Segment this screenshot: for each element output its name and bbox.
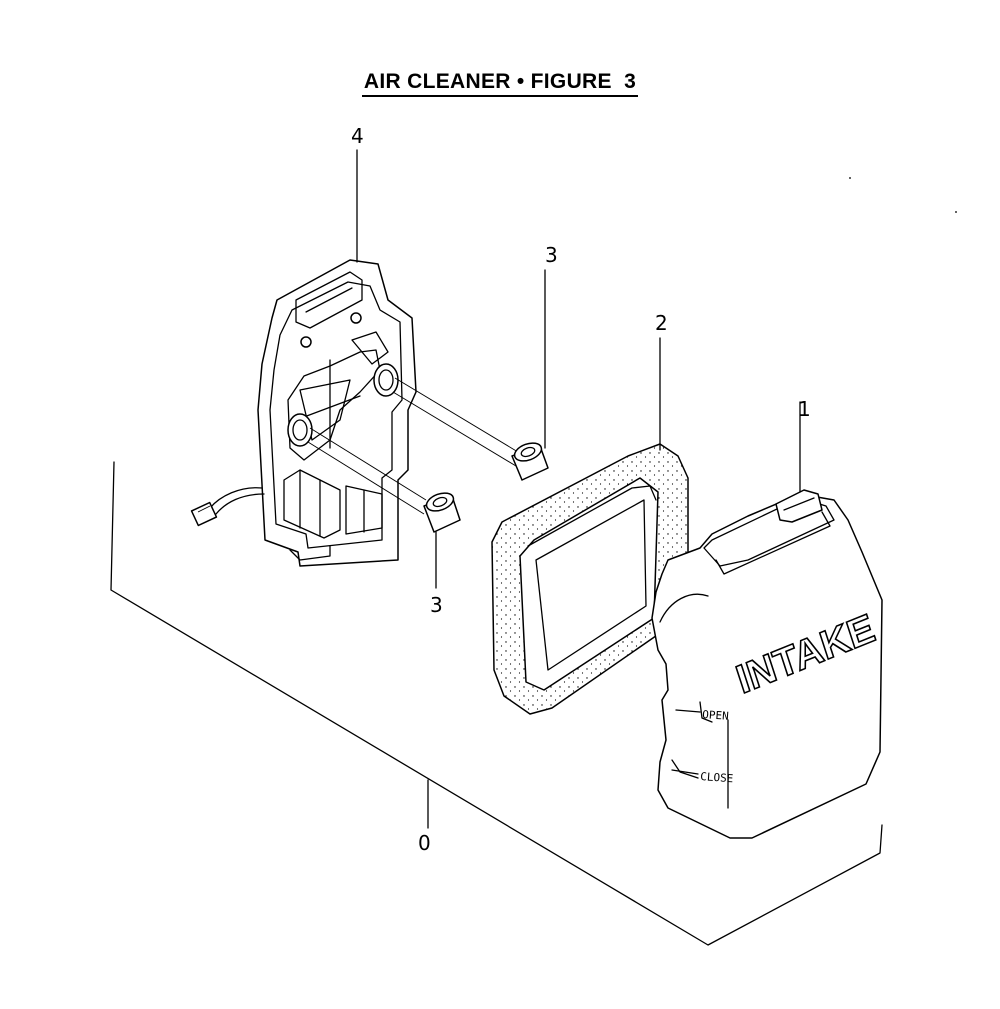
callout-part-2: 2: [655, 311, 668, 335]
figure-title-underlined: AIR CLEANER • FIGURE 3: [361, 70, 639, 97]
title-separator: •: [516, 70, 525, 93]
bushing-lower-part-3: [307, 427, 461, 589]
callout-part-0: 0: [418, 831, 431, 855]
bushing-upper-part-3: [392, 269, 549, 481]
callout-part-3-lower: 3: [430, 593, 443, 617]
callout-part-1: 1: [798, 397, 811, 421]
cover-label-open: OPEN: [702, 708, 729, 723]
cover-label-close: CLOSE: [700, 770, 734, 785]
figure-title: AIR CLEANER • FIGURE 3: [0, 70, 1000, 97]
callout-part-3-upper: 3: [545, 243, 558, 267]
title-figure-number: 3: [624, 70, 637, 93]
air-cleaner-base-part-4: [190, 259, 417, 567]
title-figure: FIGURE: [530, 70, 612, 93]
foam-filter-part-2: [491, 337, 689, 715]
callout-part-4: 4: [351, 124, 364, 148]
assembly-bracket: [110, 461, 883, 946]
title-air-cleaner: AIR CLEANER: [363, 70, 511, 93]
air-cleaner-cover-part-1: [651, 401, 883, 839]
